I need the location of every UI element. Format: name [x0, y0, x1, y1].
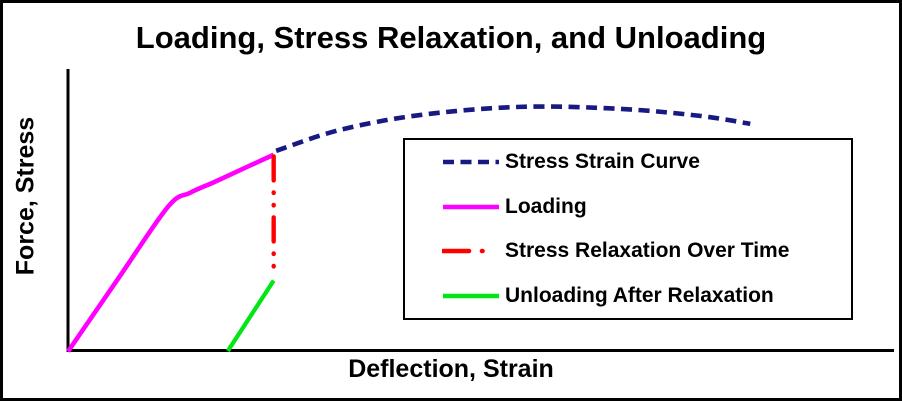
series-line-0: [275, 104, 751, 153]
legend-label-stress-relaxation: Stress Relaxation Over Time: [505, 239, 790, 263]
legend-item-stress-relaxation: Stress Relaxation Over Time: [442, 239, 851, 263]
legend-item-stress-strain-curve: Stress Strain Curve: [442, 150, 851, 174]
chart-title: Loading, Stress Relaxation, and Unloadin…: [135, 20, 767, 55]
series-line-1: [66, 152, 275, 353]
legend-dashed-line-icon: [443, 159, 499, 165]
legend-label-loading: Loading: [505, 194, 587, 218]
series-group: [66, 104, 751, 353]
legend-label-unloading: Unloading After Relaxation: [505, 283, 774, 307]
series-line-3: [226, 279, 276, 353]
legend-item-loading: Loading: [442, 195, 851, 219]
legend-solid-line-icon: [443, 204, 499, 210]
x-axis-label: Deflection, Strain: [348, 355, 554, 383]
legend-solid-line-icon: [443, 293, 499, 299]
legend-box: Stress Strain Curve Loading Stress Relax…: [403, 138, 853, 320]
legend-item-unloading: Unloading After Relaxation: [442, 284, 851, 308]
legend-label-stress-strain-curve: Stress Strain Curve: [505, 150, 700, 174]
legend-dashdot-line-icon: [442, 248, 500, 254]
